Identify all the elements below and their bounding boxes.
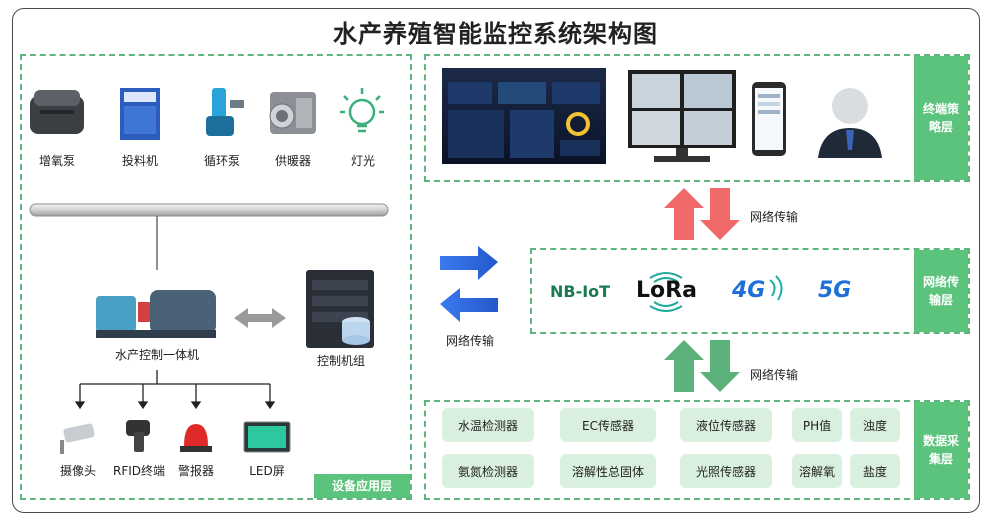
transfer-label-top: 网络传输 — [749, 210, 798, 224]
sensor-water-temp: 水温检测器 — [442, 408, 534, 442]
lora-wave-icon — [649, 272, 683, 312]
device-layer-tag: 设备应用层 — [314, 474, 410, 498]
light-bulb-icon — [340, 88, 384, 133]
data-layer-panel — [424, 400, 970, 500]
diagram-frame — [12, 8, 980, 513]
sensor-turbidity: 浊度 — [850, 408, 900, 442]
data-layer-tag: 数据采集层 — [914, 402, 968, 498]
network-5g-label: 5G — [818, 278, 852, 303]
aquaculture-controller-icon — [96, 290, 216, 338]
server-icon — [306, 270, 374, 348]
sensor-light: 光照传感器 — [680, 454, 772, 488]
device-label-feeder: 投料机 — [121, 154, 158, 168]
smartphone-icon — [752, 82, 786, 156]
circulation-pump-icon — [206, 88, 244, 136]
green-transfer-arrows — [664, 340, 740, 392]
device-layer-panel — [20, 54, 412, 500]
sensor-ph: PH值 — [792, 408, 842, 442]
sensor-ec: EC传感器 — [560, 408, 656, 442]
device-label-circulation-pump: 循环泵 — [203, 154, 240, 168]
server-label: 控制机组 — [316, 354, 365, 368]
terminal-layer-panel — [424, 54, 970, 182]
sensor-tds: 溶解性总固体 — [560, 454, 656, 488]
red-transfer-arrows — [664, 188, 740, 240]
transfer-label-bottom: 网络传输 — [749, 368, 798, 382]
sensor-ammonia: 氨氮检测器 — [442, 454, 534, 488]
sensor-salinity: 盐度 — [850, 454, 900, 488]
bidirectional-gray-arrow — [234, 308, 286, 328]
heater-icon — [269, 92, 316, 134]
data-dashboard-screen — [442, 68, 606, 164]
controller-label: 水产控制一体机 — [114, 348, 199, 362]
output-label-rfid: RFID终端 — [112, 464, 166, 478]
alarm-icon — [180, 424, 212, 452]
rfid-terminal-icon — [126, 420, 150, 452]
network-layer-tag: 网络传输层 — [914, 250, 968, 332]
sensor-dissolved-oxygen: 溶解氧 — [792, 454, 842, 488]
lora-label: LoRa — [636, 278, 697, 303]
led-screen-icon — [243, 421, 291, 453]
device-label-aerator: 增氧泵 — [38, 154, 75, 168]
video-monitor-icon — [628, 70, 736, 162]
network-4g-label: 4G — [732, 278, 766, 303]
page-title: 水产养殖智能监控系统架构图 — [333, 20, 658, 48]
output-label-led: LED屏 — [249, 464, 285, 478]
output-label-camera: 摄像头 — [59, 464, 96, 478]
pipe-bus — [29, 203, 389, 217]
transfer-label-left: 网络传输 — [445, 334, 494, 348]
device-label-heater: 供暖器 — [274, 154, 311, 168]
nb-iot-label: NB-IoT — [550, 282, 611, 301]
network-layer-panel — [530, 248, 970, 334]
device-label-light: 灯光 — [350, 154, 375, 168]
feeder-machine-icon — [120, 88, 160, 140]
camera-icon — [60, 423, 95, 454]
sensor-level: 液位传感器 — [680, 408, 772, 442]
blue-transfer-arrows — [440, 246, 498, 322]
signal-4g-icon — [769, 275, 783, 301]
output-label-alarm: 警报器 — [177, 464, 214, 478]
air-pump-icon — [30, 90, 84, 134]
user-avatar-icon — [818, 88, 882, 158]
terminal-layer-tag: 终端策略层 — [914, 56, 968, 180]
